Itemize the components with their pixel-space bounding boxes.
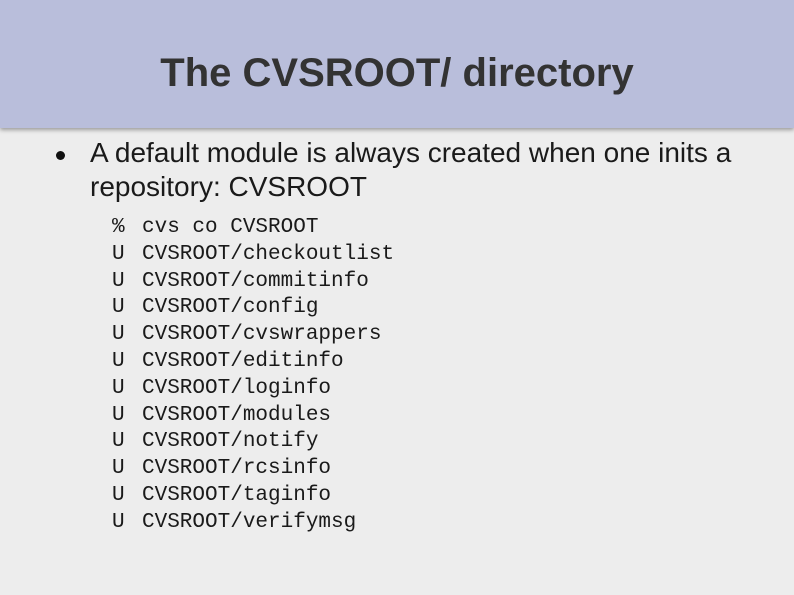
code-flag: U xyxy=(112,483,125,507)
code-text: CVSROOT/rcsinfo xyxy=(142,457,332,481)
code-line: U CVSROOT/editinfo xyxy=(112,349,394,376)
code-flag: U xyxy=(112,376,125,400)
code-line: U CVSROOT/notify xyxy=(112,429,394,456)
code-flag: % xyxy=(112,216,125,239)
code-text: cvs co CVSROOT xyxy=(142,216,319,239)
code-text: CVSROOT/commitinfo xyxy=(142,269,369,293)
code-text: CVSROOT/checkoutlist xyxy=(142,242,395,266)
code-line: U CVSROOT/rcsinfo xyxy=(112,456,394,483)
code-text: CVSROOT/taginfo xyxy=(142,483,332,507)
code-line: U CVSROOT/modules xyxy=(112,403,394,430)
code-line: U CVSROOT/commitinfo xyxy=(112,269,394,296)
code-text: CVSROOT/modules xyxy=(142,403,332,427)
code-text: CVSROOT/verifymsg xyxy=(142,510,357,534)
code-flag: U xyxy=(112,403,125,427)
code-text: CVSROOT/config xyxy=(142,296,319,320)
code-line: U CVSROOT/taginfo xyxy=(112,483,394,510)
code-flag: U xyxy=(112,242,125,266)
code-line: U CVSROOT/checkoutlist xyxy=(112,242,394,269)
code-flag: U xyxy=(112,457,125,481)
bullet-text: A default module is always created when … xyxy=(90,137,732,202)
code-flag: U xyxy=(112,269,125,293)
code-line: U CVSROOT/loginfo xyxy=(112,376,394,403)
code-flag: U xyxy=(112,323,125,347)
code-text: CVSROOT/notify xyxy=(142,430,319,454)
slide-title: The CVSROOT/ directory xyxy=(160,51,634,95)
code-line: U CVSROOT/config xyxy=(112,295,394,322)
code-line: U CVSROOT/cvswrappers xyxy=(112,322,394,349)
code-text: CVSROOT/editinfo xyxy=(142,349,344,373)
code-line: U CVSROOT/verifymsg xyxy=(112,510,394,537)
code-line: % cvs co CVSROOT xyxy=(112,215,394,242)
code-text: CVSROOT/loginfo xyxy=(142,376,332,400)
bullet-dot-icon xyxy=(56,151,65,160)
code-flag: U xyxy=(112,430,125,454)
code-text: CVSROOT/cvswrappers xyxy=(142,323,382,347)
code-flag: U xyxy=(112,510,125,534)
title-band: The CVSROOT/ directory xyxy=(0,0,794,128)
code-flag: U xyxy=(112,296,125,320)
code-flag: U xyxy=(112,349,125,373)
